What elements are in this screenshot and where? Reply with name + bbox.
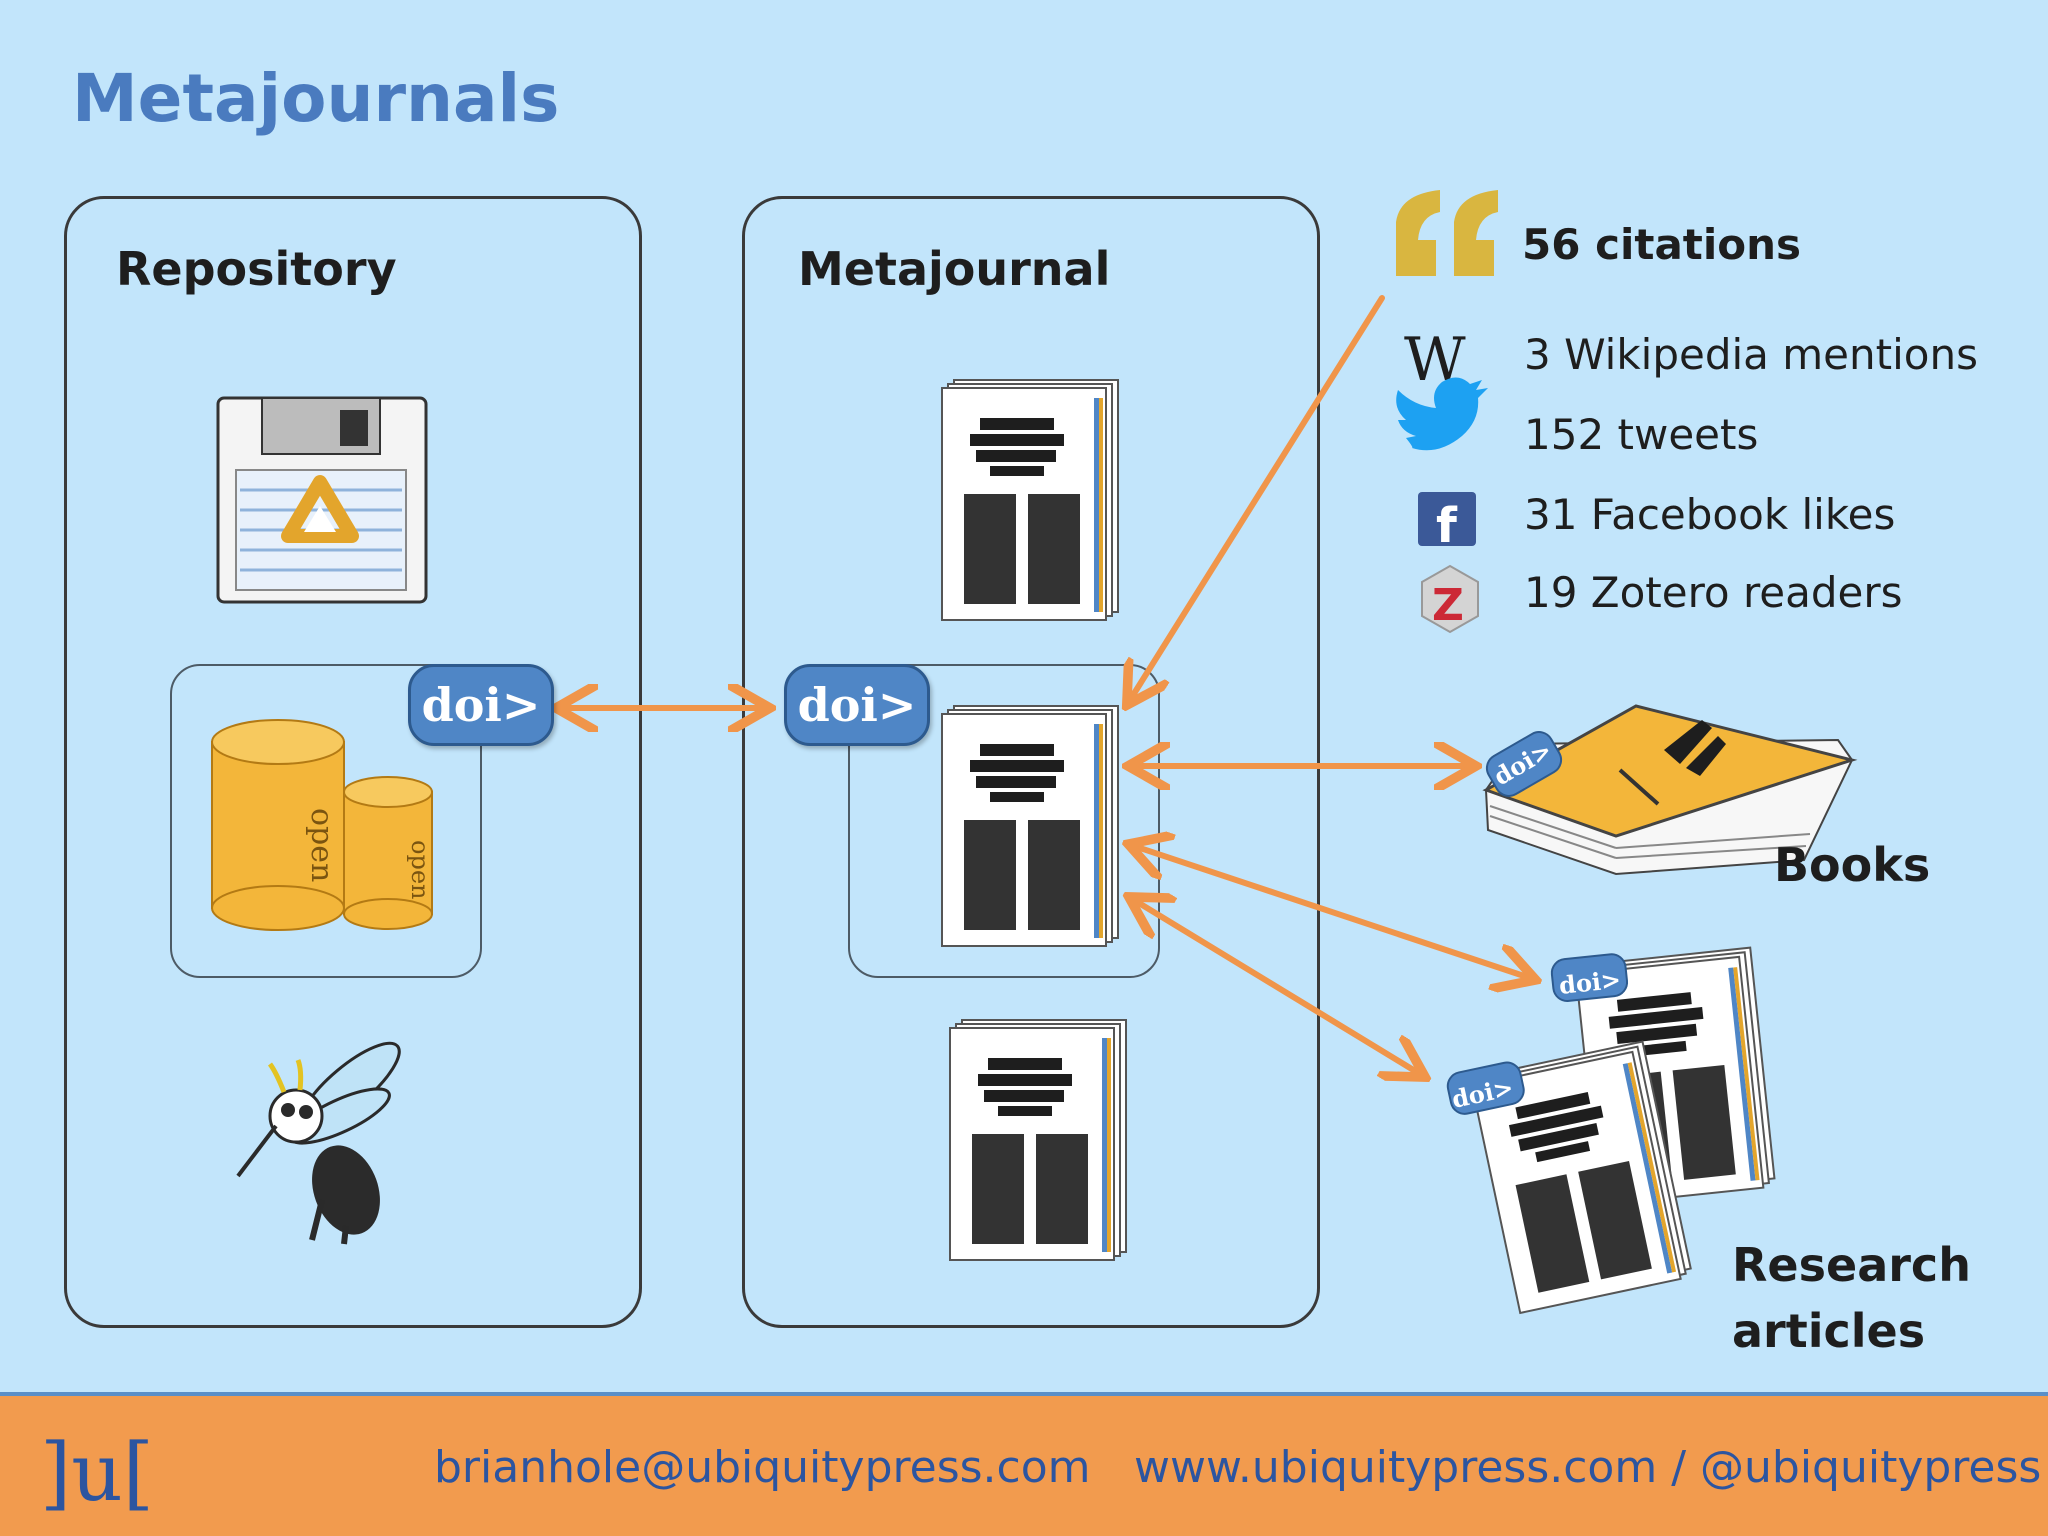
metric-tweets: 152 tweets (1524, 410, 1759, 459)
zotero-icon: Z (1421, 564, 1479, 634)
repository-doi-badge: doi> (408, 664, 554, 746)
metric-citations: 56 citations (1522, 220, 1802, 269)
repository-panel (64, 196, 642, 1328)
open-access-cans-icon (211, 719, 433, 931)
arrow-metrics-to-article (1130, 295, 1385, 700)
svg-text:Z: Z (1432, 580, 1464, 631)
connection-arrows (562, 295, 1530, 1074)
research-articles-label-line1: Research (1732, 1238, 1971, 1292)
footer-bar: ]u[ brianhole@ubiquitypress.com www.ubiq… (0, 1392, 2048, 1536)
facebook-icon: f (1418, 492, 1476, 554)
books-label: Books (1774, 838, 1931, 892)
book-icon (1482, 704, 1858, 876)
featured-article-box (848, 664, 1160, 978)
quote-icon (1396, 190, 1498, 276)
research-article-front (1446, 1034, 1692, 1318)
slide-title: Metajournals (72, 60, 560, 137)
journal-page-top (942, 380, 1118, 620)
ubiquity-logo: ]u[ (40, 1426, 154, 1519)
floppy-disk-icon (216, 396, 428, 604)
repository-label: Repository (116, 242, 397, 296)
metajournal-label: Metajournal (798, 242, 1111, 296)
research-article-back-doi: doi> (1558, 965, 1623, 1000)
svg-text:f: f (1436, 498, 1458, 554)
twitter-icon (1396, 377, 1488, 451)
arrow-article-research-front (1134, 900, 1420, 1074)
arrow-article-research-back (1134, 846, 1530, 978)
mosquito-icon (236, 1041, 401, 1245)
metric-zotero: 19 Zotero readers (1524, 568, 1903, 617)
journal-page-bottom (950, 1020, 1126, 1260)
footer-email: brianhole@ubiquitypress.com (434, 1442, 1091, 1493)
metric-wikipedia: 3 Wikipedia mentions (1524, 330, 1978, 379)
research-article-back (1550, 940, 1775, 1208)
research-articles-label-line2: articles (1732, 1304, 1926, 1358)
footer-website: www.ubiquitypress.com / @ubiquitypress (1134, 1442, 2042, 1493)
can-label-small: open (406, 840, 434, 899)
repository-storage-box (170, 664, 482, 978)
metajournal-doi-badge: doi> (784, 664, 930, 746)
metric-facebook: 31 Facebook likes (1524, 490, 1896, 539)
can-label-large: open (304, 808, 339, 882)
journal-page-featured (942, 706, 1118, 946)
